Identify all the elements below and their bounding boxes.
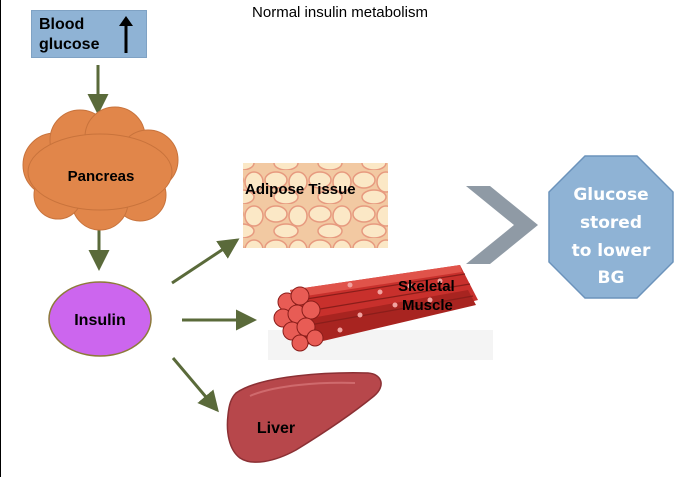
adipose-tissue-label: Adipose Tissue	[245, 181, 356, 198]
up-arrow-icon	[119, 16, 133, 53]
muscle-label: Muscle	[402, 297, 453, 314]
insulin-label: Insulin	[74, 312, 126, 329]
glucose-line3: to lower	[572, 241, 651, 261]
diagram-title: Normal insulin metabolism	[252, 4, 428, 21]
glucose-line2: stored	[580, 213, 642, 233]
arrow-insulin-to-liver	[171, 357, 219, 413]
blood-glucose-line1: Blood	[39, 16, 85, 33]
liver-label: Liver	[257, 420, 295, 437]
glucose-stored-label: Glucose stored to lower BG	[572, 185, 651, 288]
skeletal-label: Skeletal	[398, 278, 455, 295]
left-border	[0, 0, 1, 477]
blood-glucose-label: Blood glucose	[39, 15, 99, 55]
pancreas-shape	[22, 106, 179, 231]
skeletal-muscle-image	[268, 265, 493, 360]
liver-highlight	[249, 381, 356, 397]
liver-shape	[226, 372, 382, 463]
blood-glucose-line2: glucose	[39, 36, 100, 53]
adipose-tissue-image	[243, 163, 388, 248]
chevron-arrow-icon	[466, 186, 538, 264]
arrow-insulin-to-adipose	[171, 238, 240, 285]
glucose-line4: BG	[598, 268, 625, 288]
pancreas-label: Pancreas	[68, 168, 135, 185]
glucose-line1: Glucose	[573, 185, 648, 205]
blood-glucose-box: Blood glucose	[31, 10, 147, 58]
insulin-shape	[48, 281, 152, 357]
glucose-stored-octagon	[548, 155, 674, 299]
